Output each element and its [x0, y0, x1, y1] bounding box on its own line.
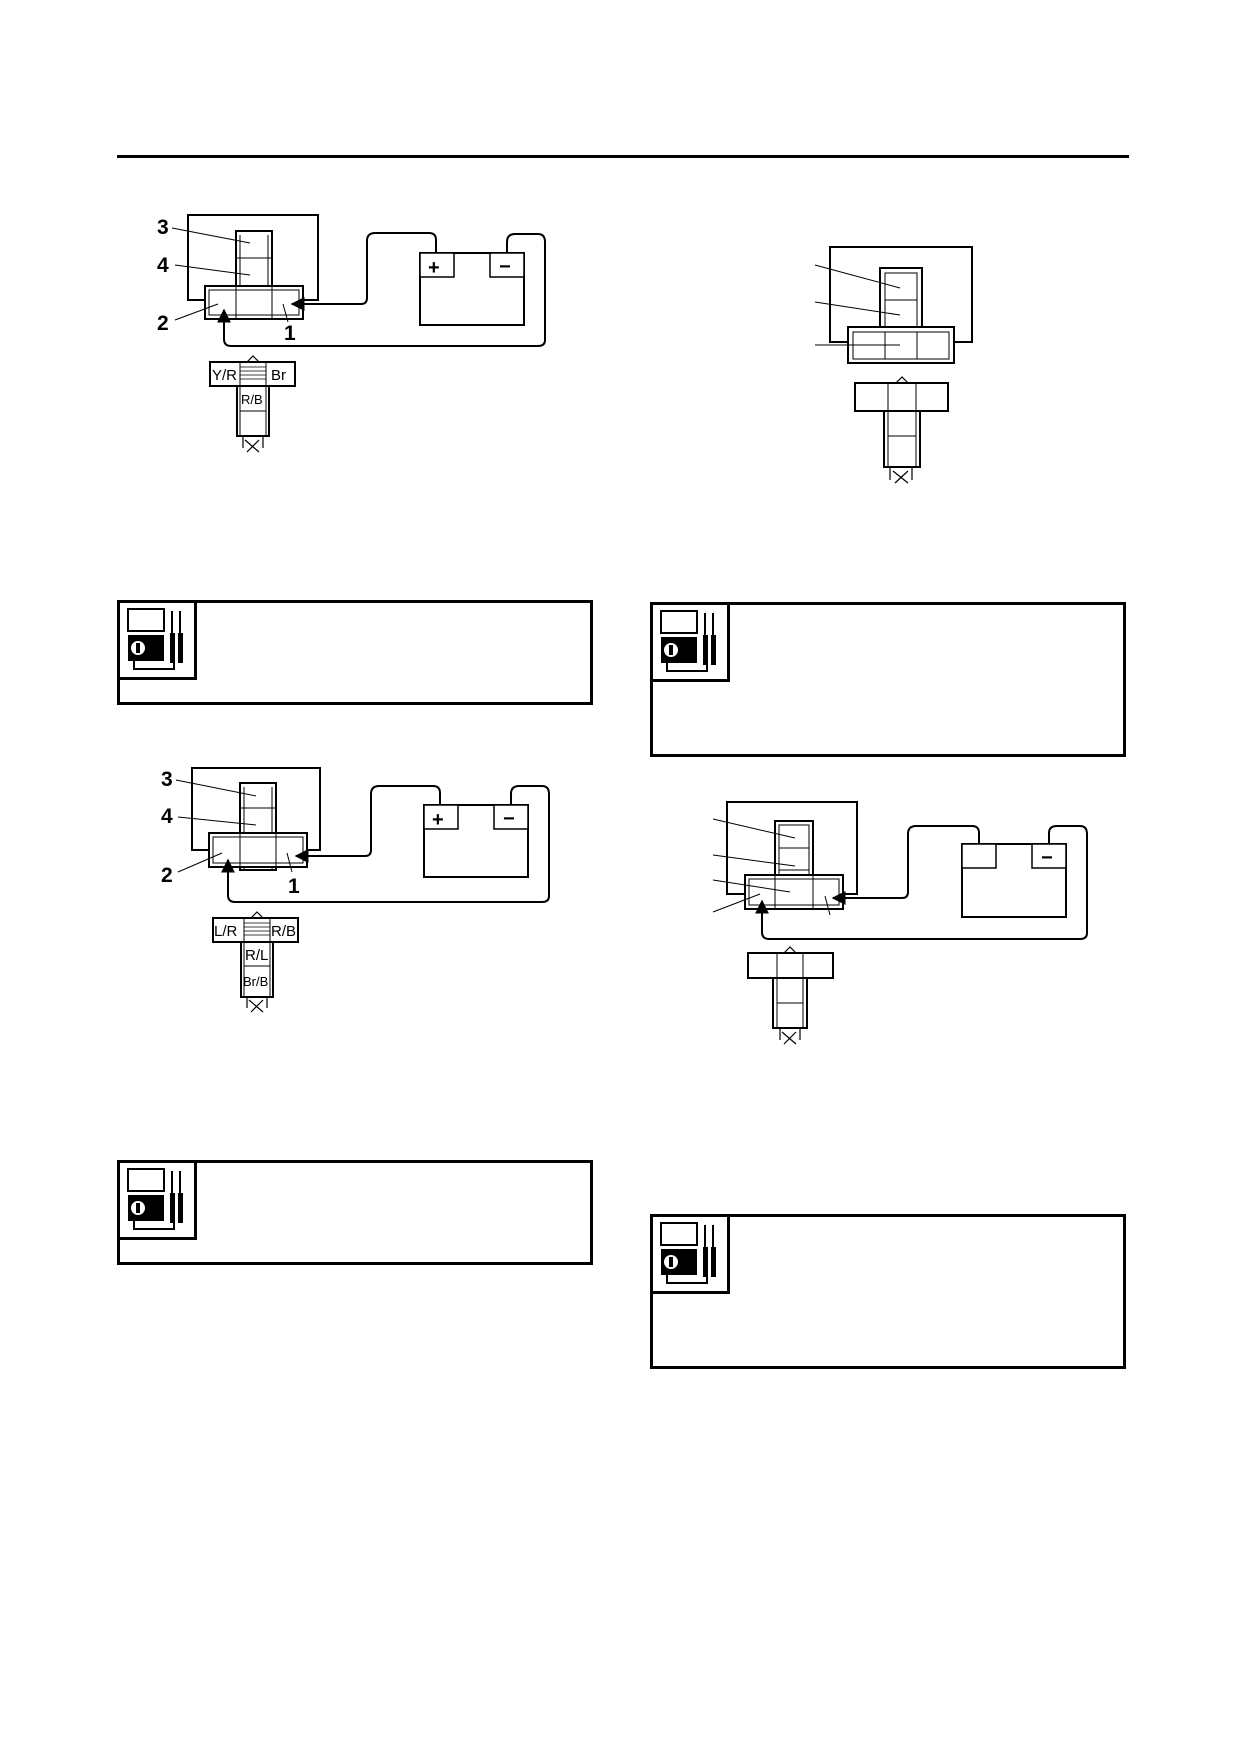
connector-4 [747, 946, 834, 1045]
wire-label-brb: Br/B [243, 974, 268, 989]
diagram-1: 3 4 2 1 + − Y/R Br R/B [157, 214, 546, 453]
battery-plus: + [428, 257, 440, 279]
wire-label-lr: L/R [214, 923, 238, 940]
callout-3: 3 [161, 768, 173, 791]
callout-2: 2 [157, 312, 169, 335]
tester-box-1 [117, 600, 593, 705]
wire-label-yr: Y/R [212, 367, 237, 384]
callout-4: 4 [157, 254, 169, 277]
pocket-tester-icon [120, 603, 197, 680]
battery-minus: − [499, 256, 511, 278]
callout-2: 2 [161, 864, 173, 887]
callout-4: 4 [161, 805, 173, 828]
diagram-4: − [712, 801, 1088, 1045]
tester-box-2 [650, 602, 1126, 757]
wire-label-rl: R/L [245, 947, 268, 964]
callout-1: 1 [288, 875, 300, 898]
connector-3 [854, 376, 949, 484]
tester-box-3 [117, 1160, 593, 1265]
wire-label-rb: R/B [241, 392, 263, 407]
battery-minus: − [503, 808, 515, 830]
diagram-3 [814, 246, 973, 484]
wire-label-rb: R/B [271, 923, 296, 940]
connector-1: Y/R Br R/B [209, 355, 296, 453]
connector-2: L/R R/B R/L Br/B [212, 911, 299, 1013]
pocket-tester-icon [120, 1163, 197, 1240]
wire-label-br: Br [271, 367, 286, 384]
pocket-tester-icon [653, 1217, 730, 1294]
battery-plus: + [432, 809, 444, 831]
callout-1: 1 [284, 322, 296, 345]
diagram-2: 3 4 2 1 + − L/R R/B R/L Br/B [161, 767, 550, 1013]
header-rule [117, 155, 1129, 158]
callout-3: 3 [157, 216, 169, 239]
battery-minus: − [1041, 847, 1053, 869]
pocket-tester-icon [653, 605, 730, 682]
tester-box-4 [650, 1214, 1126, 1369]
